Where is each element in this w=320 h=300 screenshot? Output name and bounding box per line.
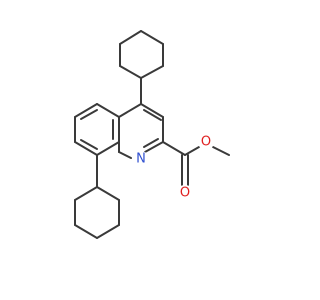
bond	[212, 146, 230, 156]
bond	[96, 141, 120, 156]
bond	[80, 109, 98, 120]
benzene-ring	[74, 103, 120, 156]
molecule-structure: N O O	[74, 30, 230, 239]
carbonyl-oxygen-atom-label: O	[180, 186, 190, 201]
bond	[74, 103, 98, 118]
bond	[74, 186, 98, 201]
bond	[74, 224, 98, 239]
bond	[118, 103, 142, 118]
lower-cyclohexyl-ring	[74, 186, 120, 239]
bond	[143, 138, 159, 148]
bond	[96, 186, 120, 201]
bond	[96, 103, 120, 118]
nitrogen-atom-label: N	[136, 152, 146, 167]
pyridine-ring	[118, 103, 164, 159]
bond	[144, 141, 164, 153]
bond	[140, 30, 164, 45]
methyl-ester-group	[162, 141, 230, 186]
bond	[140, 103, 164, 118]
upper-cyclohexyl-ring	[119, 30, 164, 79]
bond	[184, 146, 200, 156]
bond	[119, 65, 142, 79]
bond	[96, 224, 120, 239]
ester-oxygen-atom-label: O	[201, 135, 211, 150]
bond	[143, 109, 162, 121]
nitrogen-label-background	[133, 151, 149, 167]
bond	[118, 151, 132, 159]
ester-oxygen-label-background	[198, 134, 214, 150]
bond	[162, 141, 186, 156]
carbonyl-oxygen-label-background	[177, 185, 193, 201]
bond	[119, 30, 142, 45]
bond	[140, 65, 164, 79]
bond	[74, 141, 98, 156]
bond	[80, 139, 98, 150]
